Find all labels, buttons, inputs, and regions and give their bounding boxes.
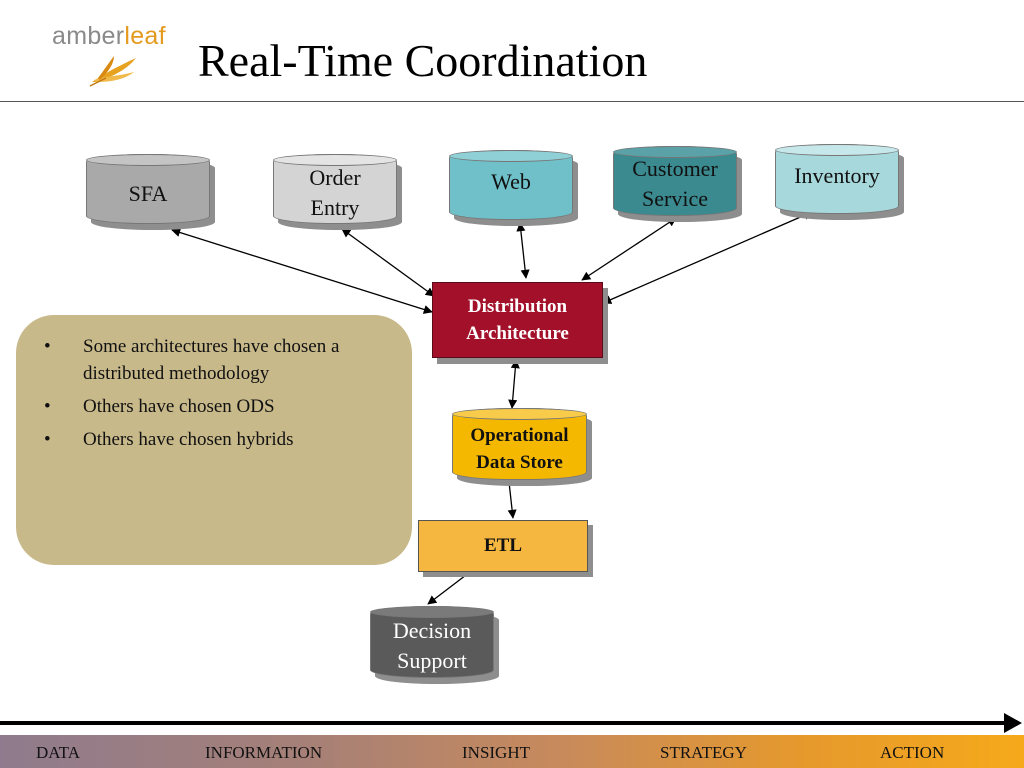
- notes-panel: •Some architectures have chosen a distri…: [16, 315, 412, 565]
- stage-insight: INSIGHT: [462, 743, 530, 762]
- title-divider: [0, 101, 1024, 102]
- arrow-inventory-distribution: [602, 211, 813, 304]
- bullet-list: •Some architectures have chosen a distri…: [44, 333, 394, 459]
- customer-service-label: Customer Service: [632, 156, 718, 211]
- order-entry-label: Order Entry: [309, 165, 361, 220]
- distribution-architecture-box: Distribution Architecture: [432, 282, 603, 358]
- sfa-database: SFA: [86, 154, 215, 230]
- arrow-distribution-ods: [508, 359, 520, 409]
- decision-support-label: Decision Support: [392, 618, 472, 673]
- bullet-item: •Others have chosen ODS: [44, 396, 275, 417]
- progression-bar: DATA INFORMATION INSIGHT STRATEGY ACTION: [0, 735, 1024, 768]
- stage-action: ACTION: [880, 743, 945, 762]
- arrow-ods-etl: [507, 481, 517, 519]
- stage-information: INFORMATION: [205, 743, 323, 762]
- bullet-item: •Others have chosen hybrids: [44, 429, 294, 450]
- amberleaf-logo: amberleaf: [52, 20, 182, 90]
- leaf-icon: [89, 56, 136, 87]
- arrow-customer-distribution: [581, 217, 677, 281]
- ods-label: Operational Data Store: [470, 425, 569, 473]
- progression-arrow-head: [1004, 713, 1022, 733]
- order-entry-database: Order Entry: [273, 154, 402, 230]
- web-database: Web: [449, 150, 578, 226]
- arrow-etl-decision: [427, 571, 471, 605]
- stage-strategy: STRATEGY: [660, 743, 747, 762]
- sfa-label: SFA: [128, 181, 168, 206]
- arrow-sfa-distribution: [171, 228, 433, 314]
- etl-box: ETL: [418, 520, 588, 572]
- bullet-item: •Some architectures have chosen a distri…: [44, 336, 340, 384]
- stage-data: DATA: [36, 743, 80, 762]
- decision-support-database: Decision Support: [370, 606, 499, 684]
- inventory-label: Inventory: [794, 163, 880, 188]
- arrow-order-distribution: [341, 228, 435, 297]
- operational-data-store-database: Operational Data Store: [452, 408, 592, 486]
- arrow-web-distribution: [516, 222, 530, 279]
- page-title: Real-Time Coordination: [198, 35, 648, 86]
- customer-service-database: Customer Service: [613, 146, 742, 222]
- inventory-database: Inventory: [775, 144, 904, 220]
- web-label: Web: [491, 169, 531, 194]
- logo-wordmark: amberleaf: [52, 22, 166, 50]
